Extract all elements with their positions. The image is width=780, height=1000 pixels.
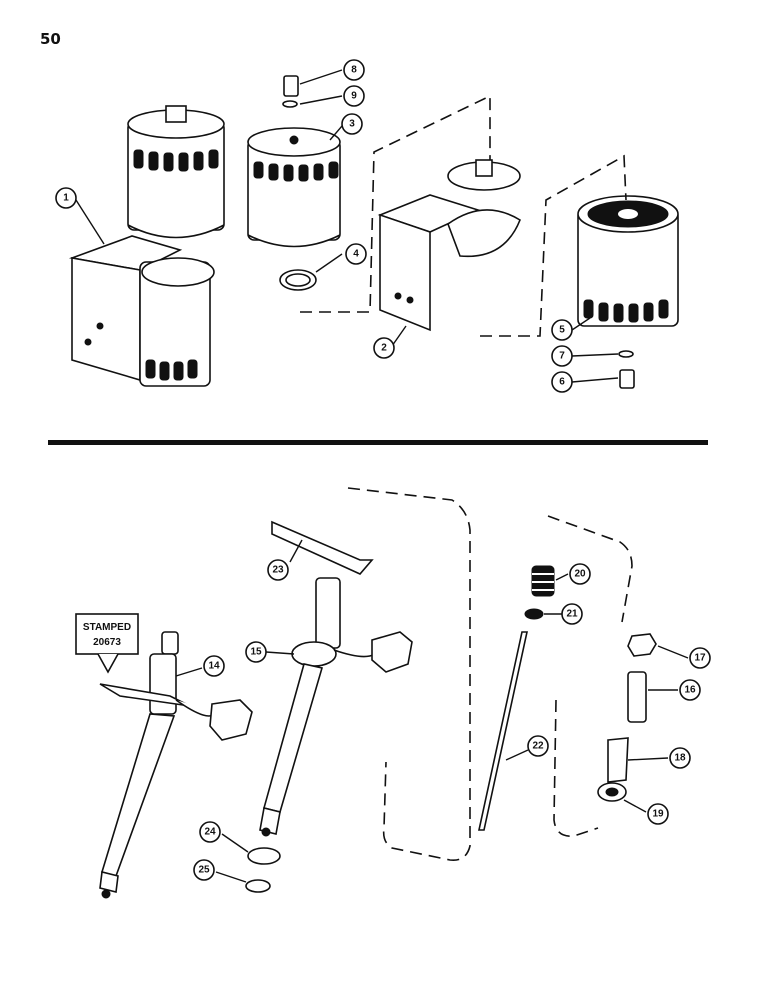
clamp-23 [271,520,374,575]
callout-20: 20 [569,563,591,585]
callout-5: 5 [551,319,573,341]
injector-15 [259,577,413,837]
drain-plug-8 [283,75,299,97]
callout-24: 24 [199,821,221,843]
svg-text:19: 19 [652,809,664,820]
callout-16: 16 [679,679,701,701]
group-outline-2-5 [480,154,627,337]
svg-text:20: 20 [574,569,586,580]
callout-19: 19 [647,803,669,825]
page-number: 50 [40,30,61,48]
group-outline-2-3 [300,94,491,313]
svg-text:8: 8 [351,65,357,76]
group-outline-injector [347,487,471,862]
callout-23: 23 [267,559,289,581]
svg-text:21: 21 [566,609,578,620]
svg-text:7: 7 [559,351,565,362]
washer-9 [282,100,298,108]
callout-17: 17 [689,647,711,669]
filter-5 [577,195,679,327]
callout-25: 25 [193,859,215,881]
svg-text:16: 16 [684,685,696,696]
group-outline-spring [547,515,633,623]
callout-15: 15 [245,641,267,663]
callout-8: 8 [343,59,365,81]
push-rod-22 [478,631,528,831]
svg-text:3: 3 [349,119,355,130]
nut-17 [627,633,657,657]
svg-text:5: 5 [559,325,565,336]
drain-plug-6 [619,369,635,389]
spring-20 [531,565,555,597]
callout-1: 1 [55,187,77,209]
washer-7 [618,350,634,358]
group-outline-adjuster [553,699,599,837]
svg-text:23: 23 [272,565,284,576]
callout-18: 18 [669,747,691,769]
svg-text:1: 1 [63,193,69,204]
filter-head-2 [377,159,521,332]
callout-7: 7 [551,345,573,367]
callout-2: 2 [373,337,395,359]
spring-seat-21 [524,608,544,620]
callout-4: 4 [345,243,367,265]
adjuster-18 [607,737,629,783]
callout-9: 9 [343,85,365,107]
callout-21: 21 [561,603,583,625]
svg-text:24: 24 [204,827,216,838]
stamp-line-2: 20673 [93,637,121,648]
stamp-line-1: STAMPED [83,622,131,633]
svg-text:25: 25 [198,865,210,876]
screw-16 [627,671,647,723]
svg-text:15: 15 [250,647,262,658]
washer-24 [247,847,281,865]
filter-assembly-1 [68,105,225,387]
callout-6: 6 [551,371,573,393]
svg-text:17: 17 [694,653,706,664]
svg-text:6: 6 [559,377,565,388]
stamp-label-box: STAMPED 20673 [75,613,139,674]
svg-text:22: 22 [532,741,544,752]
svg-text:9: 9 [351,91,357,102]
callout-3: 3 [341,113,363,135]
svg-text:4: 4 [353,249,359,260]
svg-text:2: 2 [381,343,387,354]
svg-text:18: 18 [674,753,686,764]
svg-text:14: 14 [208,661,220,672]
callout-14: 14 [203,655,225,677]
section-divider [48,440,708,445]
washer-25 [245,879,271,893]
filter-3 [247,127,341,248]
callout-22: 22 [527,735,549,757]
injector-14 [99,631,253,899]
